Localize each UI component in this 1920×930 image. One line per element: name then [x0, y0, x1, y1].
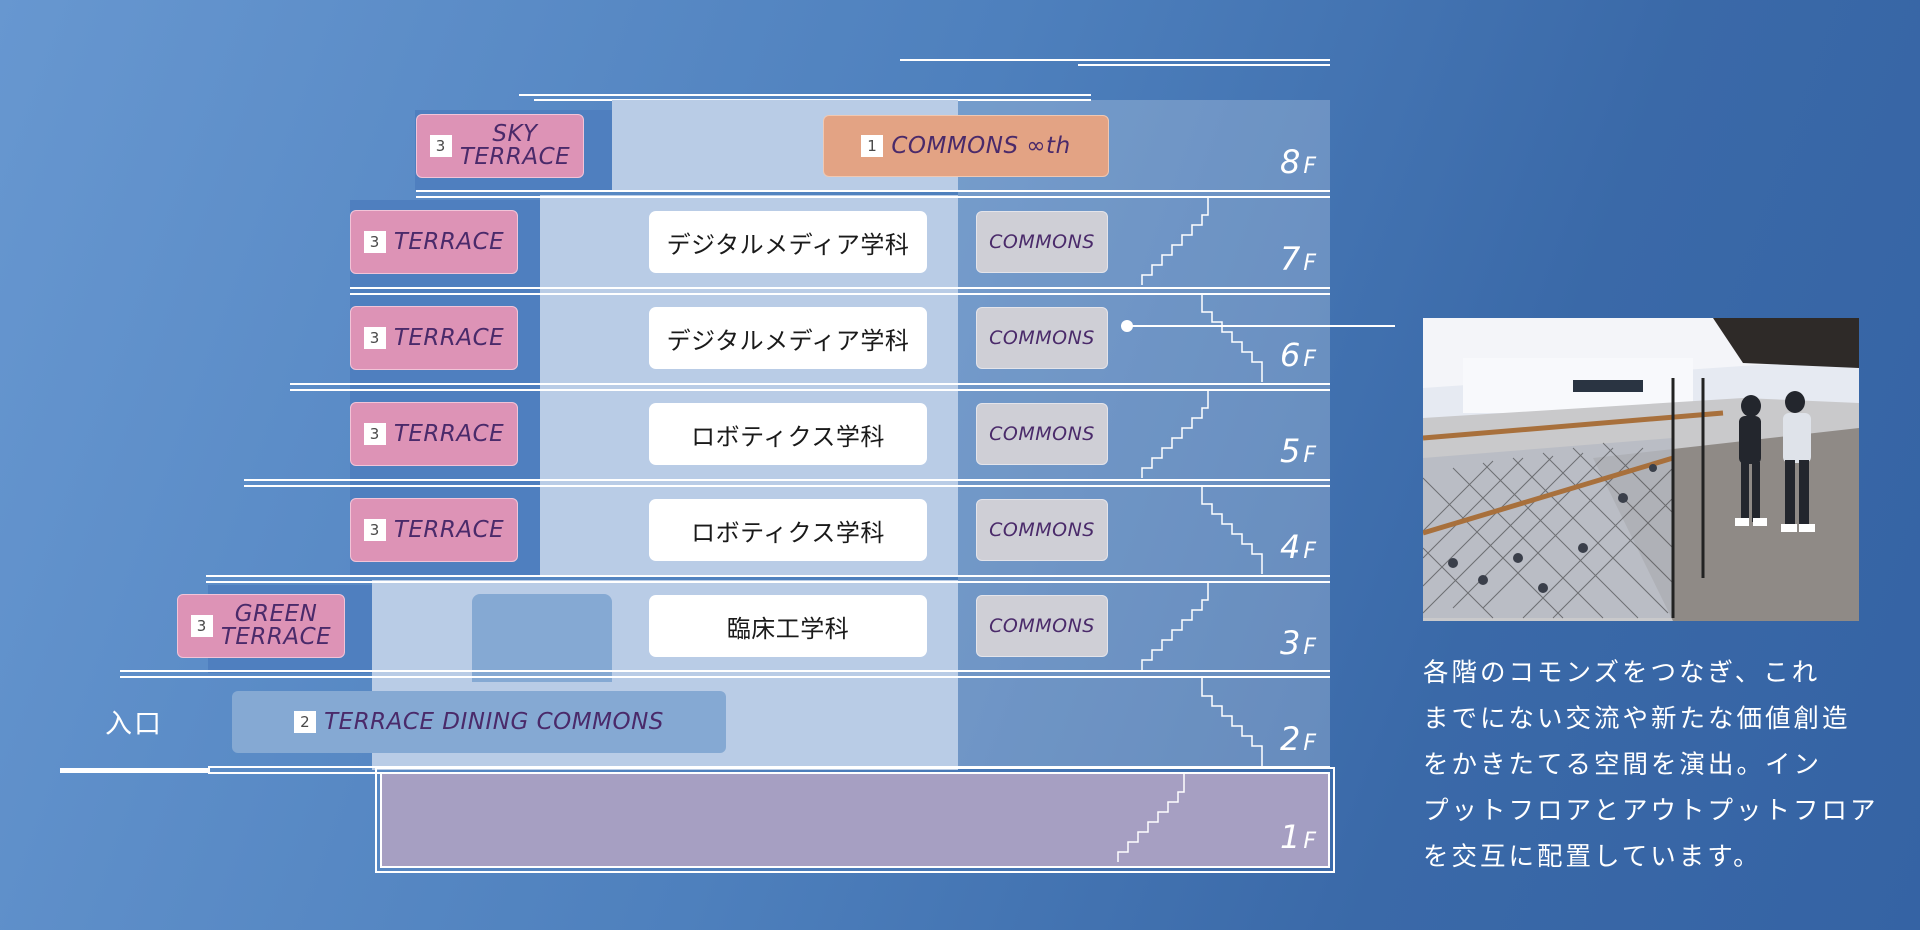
floor-label-3: 3F — [1280, 624, 1318, 662]
roof-line — [519, 94, 1091, 96]
sky-terrace-label-line2: TERRACE — [459, 144, 571, 170]
floor-slab-7 — [350, 287, 1330, 295]
commons-infinity-label: COMMONS ∞th — [891, 132, 1071, 159]
description-line: プットフロアとアウトプットフロア — [1423, 796, 1879, 826]
stairs-6-5 — [1141, 390, 1209, 478]
terrace-label: TERRACE — [393, 324, 505, 351]
terrace-tag-6f: 3 TERRACE — [350, 306, 518, 370]
department-7f: デジタルメディア学科 — [649, 211, 927, 273]
commons-interior-photo — [1423, 318, 1859, 621]
number-badge: 3 — [363, 519, 386, 541]
roof-line — [900, 59, 1330, 61]
terrace-tag-5f: 3 TERRACE — [350, 402, 518, 466]
stairs-2-1 — [1117, 774, 1185, 862]
commons-tag-3f: COMMONS — [976, 595, 1108, 657]
number-badge: 3 — [363, 231, 386, 253]
sky-terrace-label-line1: SKY — [492, 121, 538, 147]
green-terrace-label-line1: GREEN — [234, 601, 318, 627]
description-line: を交互に配置しています。 — [1423, 842, 1762, 872]
pointer-line — [1127, 325, 1395, 327]
number-badge: 3 — [363, 423, 386, 445]
description-line: までにない交流や新たな価値創造 — [1423, 704, 1851, 734]
department-4f: ロボティクス学科 — [649, 499, 927, 561]
sky-terrace-tag: 3 SKY TERRACE — [416, 114, 584, 178]
floor-label-6: 6F — [1280, 336, 1318, 374]
entrance-label: 入口 — [105, 709, 163, 740]
stairs-5-4 — [1201, 486, 1263, 574]
number-badge: 2 — [294, 711, 317, 733]
floor-label-5: 5F — [1280, 432, 1318, 470]
terrace-tag-7f: 3 TERRACE — [350, 210, 518, 274]
floor-slab-6 — [290, 383, 1330, 391]
floor-slab-5 — [244, 479, 1330, 487]
terrace-label: TERRACE — [393, 420, 505, 447]
description-line: をかきたてる空間を演出。イン — [1423, 750, 1823, 780]
stairs-7-6 — [1201, 294, 1263, 382]
floor-label-2: 2F — [1280, 720, 1318, 758]
commons-tag-4f: COMMONS — [976, 499, 1108, 561]
floor-slab-3 — [120, 670, 1330, 678]
department-6f: デジタルメディア学科 — [649, 307, 927, 369]
number-badge: 3 — [363, 327, 386, 349]
floor-slab-4 — [206, 575, 1330, 583]
floor-1-block — [375, 767, 1335, 873]
green-terrace-tag: 3 GREEN TERRACE — [177, 594, 345, 658]
terrace-tag-4f: 3 TERRACE — [350, 498, 518, 562]
commons-infinity-tag: 1 COMMONS ∞th — [823, 115, 1109, 177]
floor-label-1: 1F — [1280, 818, 1318, 856]
number-badge: 3 — [429, 135, 452, 157]
stairs-8-7 — [1141, 197, 1209, 285]
ground-line — [60, 768, 210, 773]
floor-slab-8 — [416, 190, 1330, 198]
floor-label-8: 8F — [1280, 143, 1318, 181]
roof-line — [1078, 64, 1330, 66]
department-5f: ロボティクス学科 — [649, 403, 927, 465]
terrace-dining-commons-tag: 2 TERRACE DINING COMMONS — [232, 691, 726, 753]
commons-tag-5f: COMMONS — [976, 403, 1108, 465]
description-text: 各階のコモンズをつなぎ、これ までにない交流や新たな価値創造 をかきたてる空間を… — [1423, 650, 1893, 880]
terrace-label: TERRACE — [393, 516, 505, 543]
number-badge: 1 — [861, 135, 884, 157]
floor-label-4: 4F — [1280, 528, 1318, 566]
commons-tag-7f: COMMONS — [976, 211, 1108, 273]
description-line: 各階のコモンズをつなぎ、これ — [1423, 658, 1821, 688]
number-badge: 3 — [190, 615, 213, 637]
department-3f: 臨床工学科 — [649, 595, 927, 657]
commons-tag-6f: COMMONS — [976, 307, 1108, 369]
atrium-void — [472, 594, 612, 682]
terrace-dining-label: TERRACE DINING COMMONS — [324, 708, 664, 735]
stairs-3-2 — [1201, 678, 1263, 766]
floor-label-7: 7F — [1280, 240, 1318, 278]
terrace-label: TERRACE — [393, 228, 505, 255]
stairs-4-3 — [1141, 582, 1209, 670]
green-terrace-label-line2: TERRACE — [220, 624, 332, 650]
